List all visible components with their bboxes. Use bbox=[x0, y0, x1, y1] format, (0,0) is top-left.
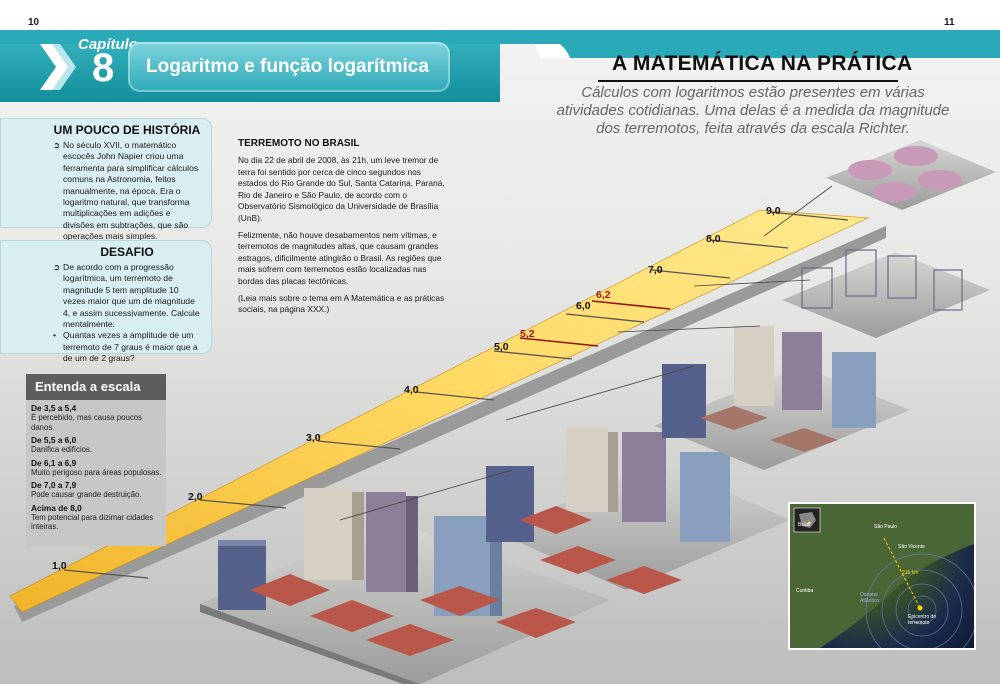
page-number-right: 11 bbox=[944, 17, 955, 28]
ramp-label-2: 2,0 bbox=[188, 491, 203, 503]
ramp-label-6: 6,0 bbox=[576, 300, 591, 312]
platform-3 bbox=[654, 366, 910, 470]
challenge-question-content: Quantas vezes a amplitude de um terremot… bbox=[63, 330, 198, 364]
scale-desc: É percebido, mas causa poucos danos. bbox=[31, 413, 142, 432]
map-label-ocean: Oceano Atlântico bbox=[860, 592, 880, 604]
ramp-label-6-2: 6,2 bbox=[596, 289, 611, 301]
scale-desc: Muito perigoso para áreas populosas. bbox=[31, 467, 162, 477]
platform-4 bbox=[782, 252, 990, 338]
map-inset: Brasil São Paulo São Vicente 215 km Curi… bbox=[788, 502, 976, 650]
ramp-label-3: 3,0 bbox=[306, 432, 321, 444]
chapter-title: Logaritmo e função logarítmica bbox=[128, 42, 450, 92]
ramp-label-1: 1,0 bbox=[52, 560, 67, 572]
challenge-text: ➲De acordo com a progressão logarítmica,… bbox=[53, 262, 201, 330]
ramp-label-9: 9,0 bbox=[766, 205, 781, 217]
article-paragraph-1: No dia 22 de abril de 2008, às 21h, um l… bbox=[238, 155, 445, 223]
history-text-content: No século XVII, o matemático escocês Joh… bbox=[63, 140, 199, 242]
buildings-group-4 bbox=[801, 249, 963, 311]
ramp-red-lines bbox=[519, 300, 671, 347]
history-heading: UM POUCO DE HISTÓRIA bbox=[53, 123, 201, 137]
scale-desc: Tem potencial para dizimar cidades intei… bbox=[31, 512, 154, 532]
scale-range: De 7,0 a 7,9 bbox=[31, 480, 77, 490]
scale-range: De 3,5 a 5,4 bbox=[31, 403, 77, 413]
page-number-left: 10 bbox=[28, 17, 40, 28]
dot-bullet-icon: • bbox=[53, 330, 57, 341]
scale-panel-title: Entenda a escala bbox=[26, 374, 166, 400]
buildings-group-3 bbox=[662, 326, 876, 452]
map-label-epicenter: Epicentro do terremoto bbox=[908, 614, 937, 626]
page-subtitle: Cálculos com logaritmos estão presentes … bbox=[556, 84, 950, 137]
chapter-number: 8 bbox=[92, 46, 115, 90]
article-paragraph-3: (Leia mais sobre o tema em A Matemática … bbox=[238, 292, 445, 315]
scale-desc: Pode causar grande destruição. bbox=[31, 490, 142, 499]
map-label-sao-paulo: São Paulo bbox=[874, 524, 898, 530]
ramp-label-4: 4,0 bbox=[404, 384, 419, 396]
scale-desc: Danifica edifícios. bbox=[31, 445, 93, 454]
buildings-group-2 bbox=[486, 428, 730, 594]
platform-2 bbox=[496, 462, 790, 590]
map-label-brasil: Brasil bbox=[798, 522, 811, 528]
article: TERREMOTO NO BRASIL No dia 22 de abril d… bbox=[238, 138, 448, 321]
page-title: A MATEMÁTICA NA PRÁTICA bbox=[612, 52, 913, 75]
challenge-heading: DESAFIO bbox=[100, 245, 154, 259]
ramp-label-7: 7,0 bbox=[648, 264, 663, 276]
article-paragraph-2: Felizmente, não houve desabamentos nem v… bbox=[238, 229, 442, 286]
arrow-bullet-icon: ➲ bbox=[53, 140, 61, 150]
challenge-text-content: De acordo com a progressão logarítmica, … bbox=[63, 262, 200, 330]
map-label-sao-vicente: São Vicente bbox=[898, 544, 925, 550]
challenge-question: • Quantas vezes a amplitude de um terremo… bbox=[53, 330, 201, 364]
arrow-bullet-icon: ➲ bbox=[53, 262, 61, 272]
rubble-group bbox=[848, 146, 962, 202]
platform-5 bbox=[826, 140, 996, 210]
map-graphic bbox=[790, 504, 974, 648]
map-label-curitiba: Curitiba bbox=[796, 588, 814, 594]
article-heading: TERREMOTO NO BRASIL bbox=[238, 138, 360, 149]
chapter-title-text: Logaritmo e função logarítmica bbox=[146, 56, 429, 77]
title-underline bbox=[598, 80, 898, 82]
map-label-distance: 215 km bbox=[902, 570, 919, 576]
history-box: UM POUCO DE HISTÓRIA ➲No século XVII, o … bbox=[0, 118, 212, 241]
scale-range: De 5,5 a 6,0 bbox=[31, 435, 77, 445]
scale-range: Acima de 8,0 bbox=[31, 502, 82, 513]
ramp-label-5: 5,0 bbox=[494, 341, 509, 353]
scale-range: De 6,1 a 6,9 bbox=[31, 457, 77, 468]
buildings-group-1 bbox=[218, 488, 576, 656]
challenge-box: DESAFIO ➲De acordo com a progressão loga… bbox=[0, 240, 212, 363]
ramp-label-5-2: 5,2 bbox=[520, 328, 535, 340]
chapter-word: Capítulo bbox=[78, 36, 138, 53]
ramp-label-8: 8,0 bbox=[706, 233, 721, 245]
platform-1 bbox=[200, 520, 610, 684]
chevron-right-icon bbox=[40, 44, 76, 90]
history-text: ➲No século XVII, o matemático escocês Jo… bbox=[53, 140, 201, 243]
